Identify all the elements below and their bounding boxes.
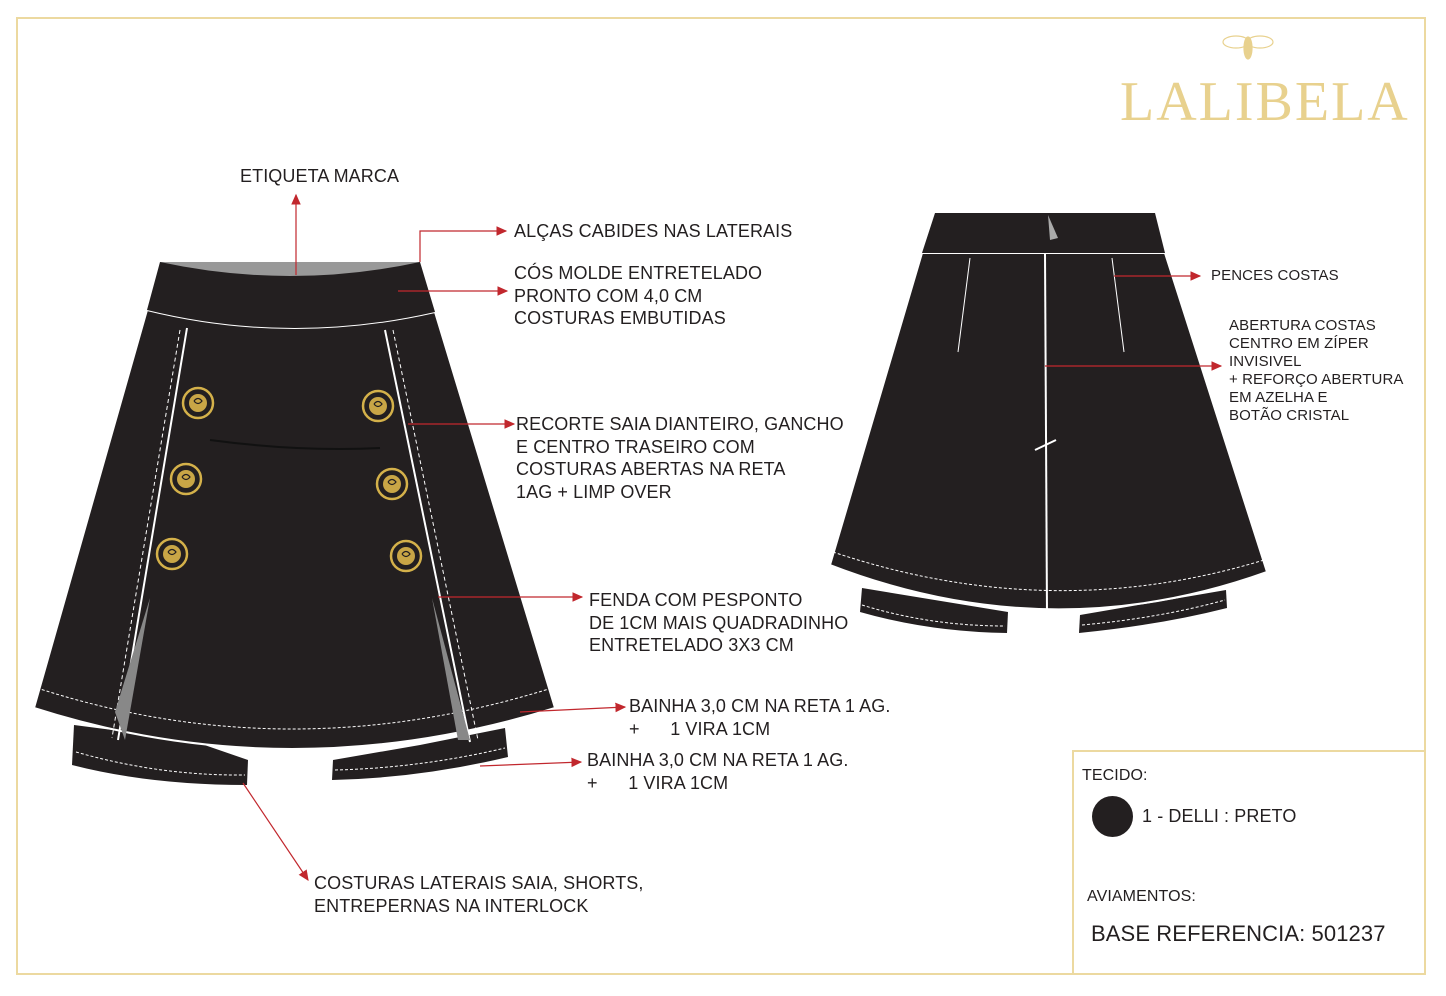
aviamentos-label: AVIAMENTOS: — [1087, 888, 1196, 905]
label-bainha-shorts: BAINHA 3,0 CM NA RETA 1 AG. + 1 VIRA 1CM — [587, 750, 849, 793]
back-shorts-legs — [860, 588, 1227, 633]
label-pences-costas: PENCES COSTAS — [1211, 267, 1339, 284]
tecido-label: TECIDO: — [1082, 767, 1148, 784]
label-abertura-costas: ABERTURA COSTAS CENTRO EM ZÍPER INVISIVE… — [1229, 317, 1404, 424]
label-bainha-saia: BAINHA 3,0 CM NA RETA 1 AG. + 1 VIRA 1CM — [629, 696, 891, 739]
label-costuras-laterais: COSTURAS LATERAIS SAIA, SHORTS, ENTREPER… — [314, 873, 644, 916]
label-etiqueta-marca: ETIQUETA MARCA — [240, 166, 400, 186]
bee-icon — [1222, 35, 1274, 60]
label-alcas-cabides: ALÇAS CABIDES NAS LATERAIS — [514, 221, 793, 241]
front-skirt — [32, 308, 557, 750]
front-waistband — [147, 262, 435, 329]
brand-logo: LALIBELA — [1120, 71, 1410, 133]
label-cos: CÓS MOLDE ENTRETELADO PRONTO COM 4,0 CM … — [514, 263, 763, 328]
annotation-arrows — [242, 193, 1223, 881]
tecido-item: 1 - DELLI : PRETO — [1142, 806, 1297, 826]
front-shorts-legs — [72, 725, 508, 785]
base-referencia: BASE REFERENCIA: 501237 — [1091, 921, 1386, 946]
info-box: TECIDO: 1 - DELLI : PRETO AVIAMENTOS: BA… — [1072, 750, 1426, 975]
back-skirt — [828, 213, 1269, 616]
label-recorte: RECORTE SAIA DIANTEIRO, GANCHO E CENTRO … — [516, 414, 844, 502]
label-fenda: FENDA COM PESPONTO DE 1CM MAIS QUADRADIN… — [589, 590, 849, 655]
sheet-border — [16, 17, 1426, 975]
fabric-color-swatch — [1092, 796, 1133, 837]
